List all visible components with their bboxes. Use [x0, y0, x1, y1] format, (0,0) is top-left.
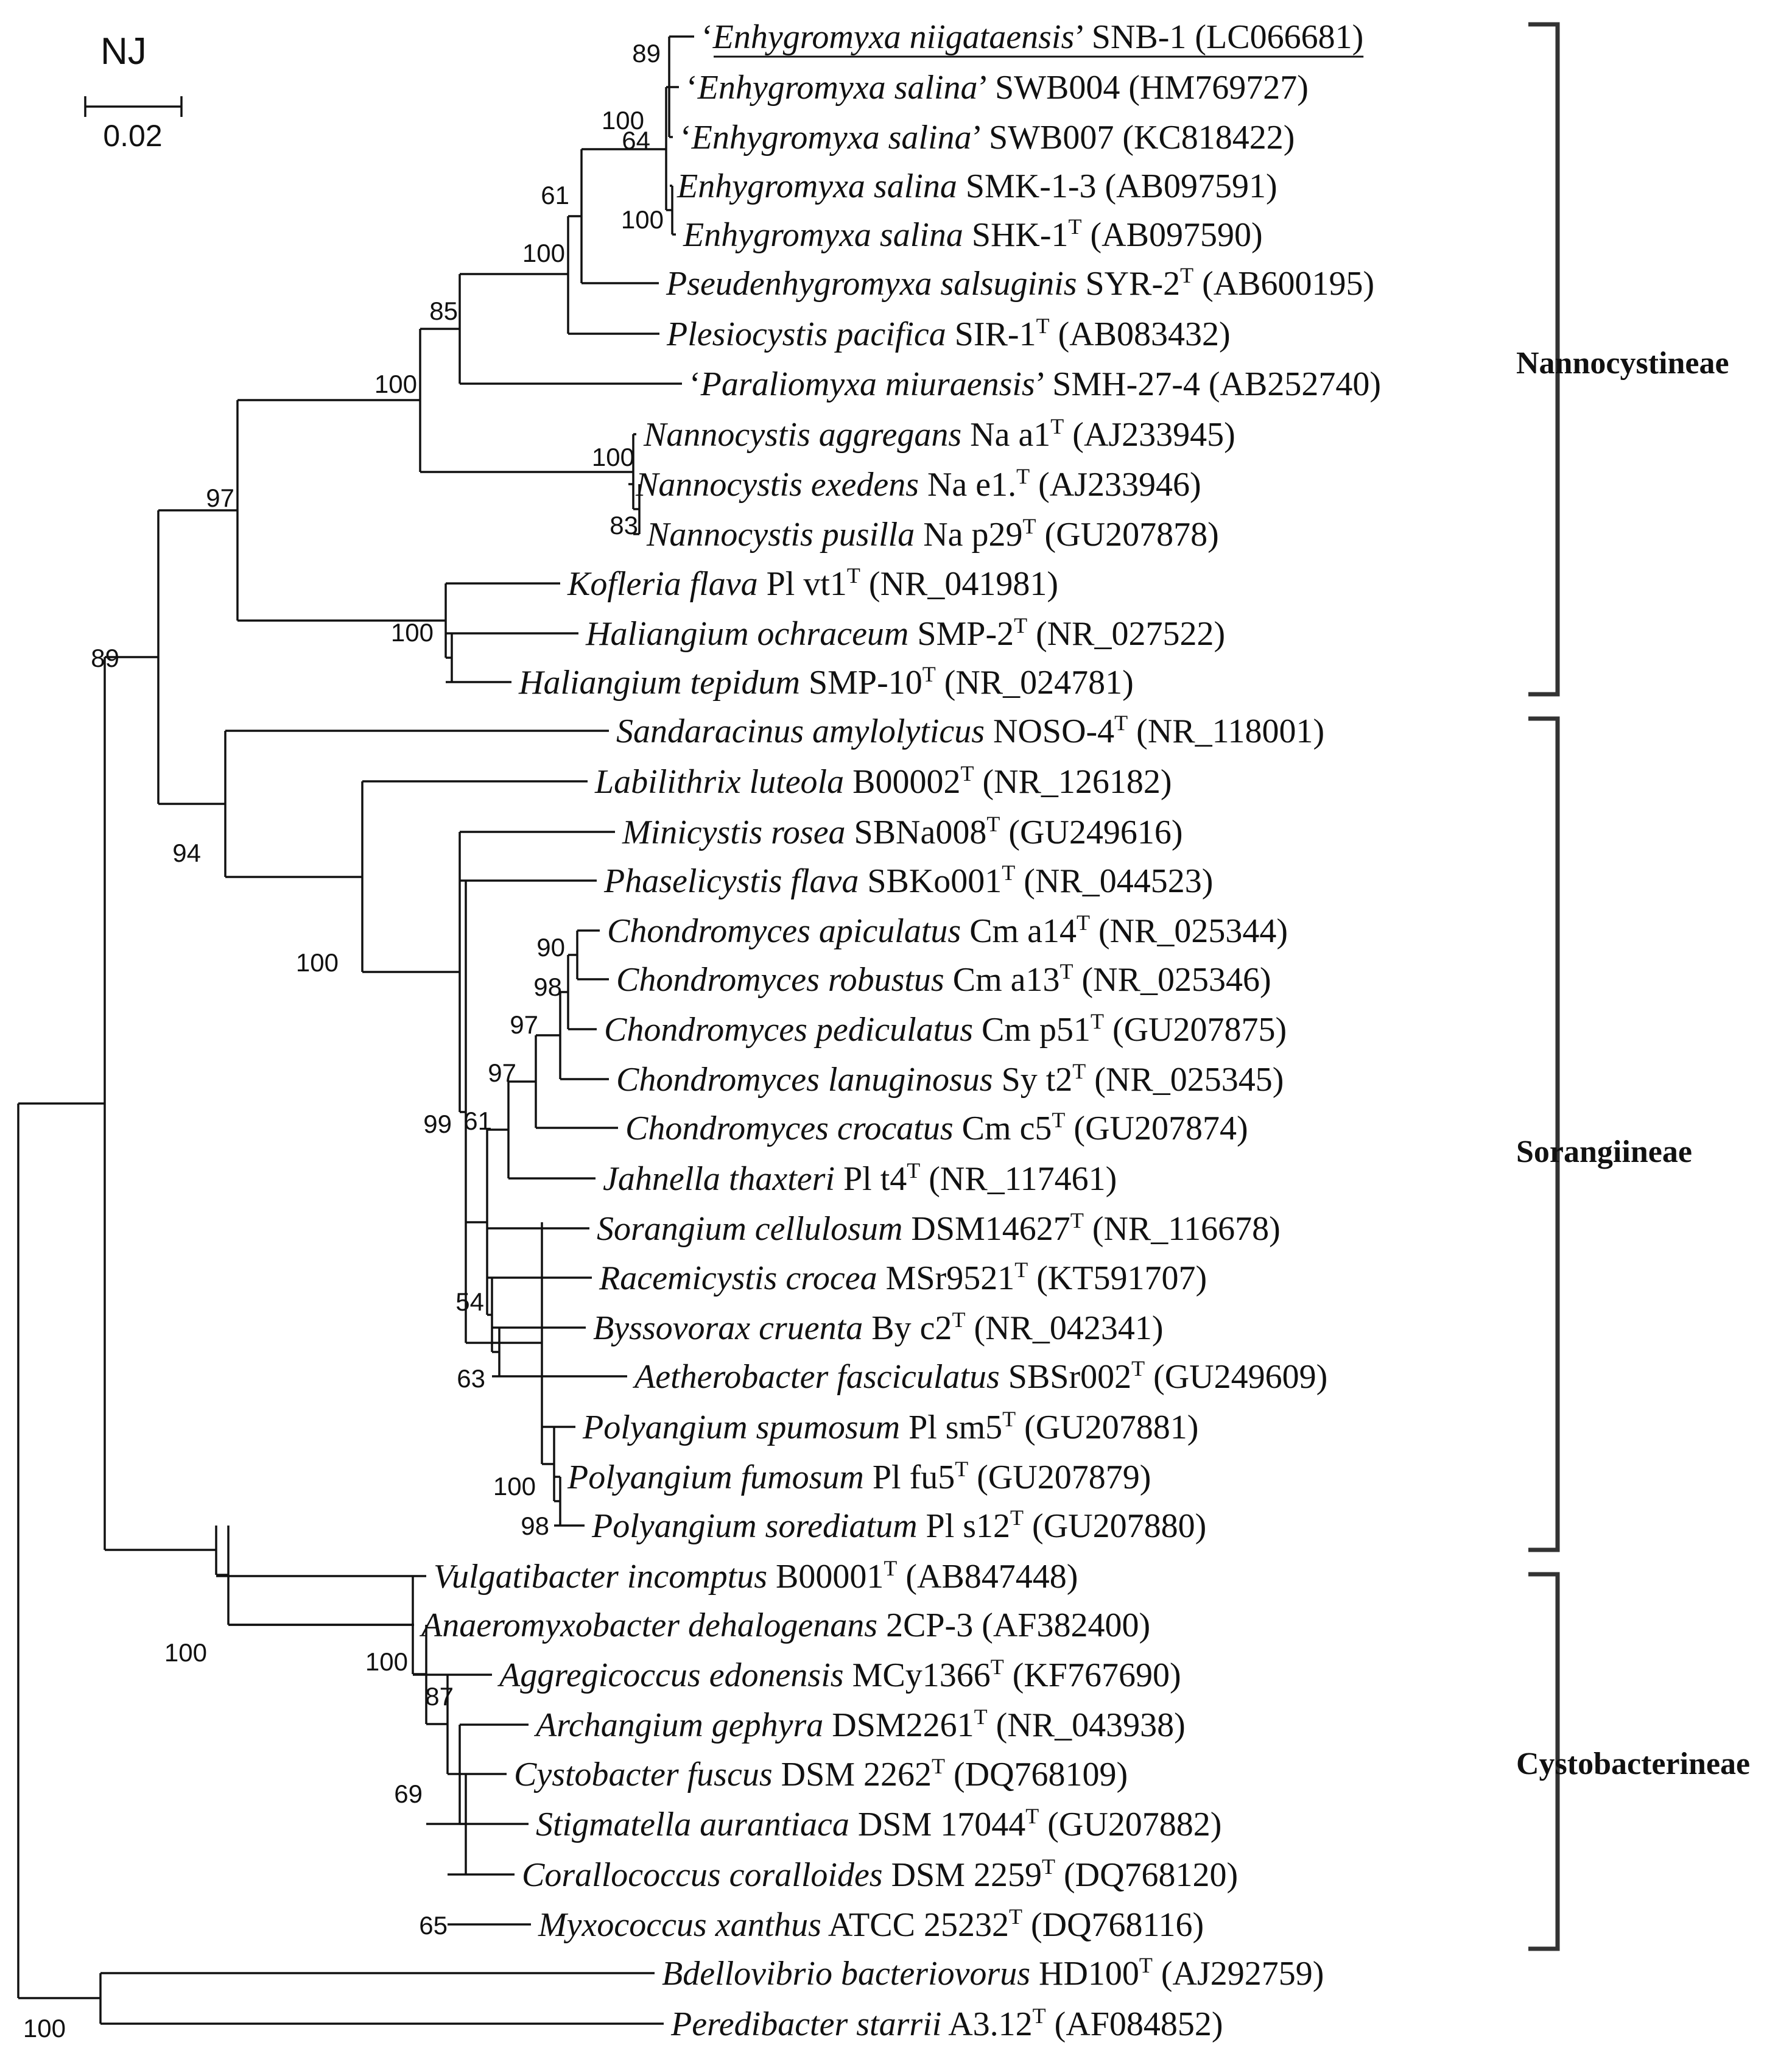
taxon-label: Archangium gephyra DSM2261T (NR_043938) — [533, 1705, 1186, 1744]
bootstrap-values: 8910064100611008510010083971008994100999… — [23, 39, 664, 2043]
bootstrap-value: 100 — [621, 205, 664, 234]
bootstrap-value: 94 — [172, 839, 201, 867]
scale-bar-label: 0.02 — [103, 119, 162, 153]
taxon-label: Anaeromyxobacter dehalogenans 2CP-3 (AF3… — [419, 1607, 1150, 1644]
taxon-label: Chondromyces lanuginosus Sy t2T (NR_0253… — [616, 1059, 1284, 1099]
bootstrap-value: 87 — [425, 1682, 454, 1711]
taxon-label: ‘Enhygromyxa salina’ SWB004 (HM769727) — [686, 69, 1309, 107]
bootstrap-value: 54 — [455, 1287, 484, 1316]
clade-bracket — [1528, 22, 1560, 697]
bootstrap-value: 97 — [206, 484, 234, 512]
bootstrap-value: 100 — [602, 106, 644, 135]
bootstrap-value: 98 — [521, 1512, 549, 1540]
bootstrap-value: 100 — [23, 2014, 66, 2043]
taxon-label: Plesiocystis pacifica SIR-1T (AB083432) — [666, 314, 1231, 353]
bootstrap-value: 99 — [423, 1110, 452, 1138]
taxon-label: Nannocystis exedens Na e1.T (AJ233946) — [635, 464, 1201, 504]
taxon-label: Vulgatibacter incomptus B00001T (AB84744… — [434, 1556, 1078, 1596]
taxon-label: Kofleria flava Pl vt1T (NR_041981) — [567, 563, 1058, 603]
taxon-label: Byssovorax cruenta By c2T (NR_042341) — [593, 1308, 1164, 1347]
taxon-label: Aggregicoccus edonensis MCy1366T (KF7676… — [497, 1655, 1181, 1694]
bootstrap-value: 97 — [488, 1058, 516, 1087]
taxon-label: Haliangium ochraceum SMP-2T (NR_027522) — [585, 613, 1225, 653]
taxon-label: Chondromyces robustus Cm a13T (NR_025346… — [616, 959, 1271, 999]
taxon-label: Sandaracinus amylolyticus NOSO-4T (NR_11… — [616, 711, 1324, 750]
bootstrap-value: 90 — [536, 933, 565, 962]
taxon-label: Enhygromyxa salina SHK-1T (AB097590) — [683, 214, 1263, 254]
taxon-labels: ‘Enhygromyxa niigataensis’ SNB-1 (LC0666… — [419, 18, 1381, 2043]
clade-brackets: NannocystineaeSorangiineaeCystobacterine… — [1516, 22, 1750, 1951]
taxon-label: ‘Enhygromyxa salina’ SWB007 (KC818422) — [680, 119, 1295, 157]
clade-label: Sorangiineae — [1516, 1135, 1692, 1169]
taxon-label: Jahnella thaxteri Pl t4T (NR_117461) — [603, 1158, 1117, 1198]
taxon-label: Bdellovibrio bacteriovorus HD100T (AJ292… — [662, 1953, 1324, 1993]
taxon-label: Sorangium cellulosum DSM14627T (NR_11667… — [597, 1208, 1281, 1248]
bootstrap-value: 98 — [533, 973, 562, 1001]
taxon-label: Polyangium sorediatum Pl s12T (GU207880) — [591, 1505, 1206, 1545]
tree-branches — [17, 35, 694, 2025]
taxon-label: Cystobacter fuscus DSM 2262T (DQ768109) — [514, 1754, 1128, 1793]
tree-method-label: NJ — [100, 30, 147, 72]
clade-bracket — [1528, 1572, 1560, 1951]
bootstrap-value: 100 — [592, 443, 634, 471]
taxon-label: Polyangium spumosum Pl sm5T (GU207881) — [582, 1407, 1198, 1446]
scale-bar — [84, 96, 183, 117]
bootstrap-value: 100 — [374, 370, 417, 398]
bootstrap-value: 61 — [541, 181, 569, 209]
taxon-label: ‘Enhygromyxa niigataensis’ SNB-1 (LC0666… — [701, 18, 1363, 56]
taxon-label: Phaselicystis flava SBKo001T (NR_044523) — [603, 861, 1213, 900]
taxon-label: Enhygromyxa salina SMK-1-3 (AB097591) — [676, 167, 1277, 205]
taxon-label: Aetherobacter fasciculatus SBSr002T (GU2… — [632, 1356, 1327, 1396]
taxon-label: Labilithrix luteola B00002T (NR_126182) — [594, 761, 1172, 801]
bootstrap-value: 83 — [610, 511, 638, 540]
bootstrap-value: 63 — [457, 1364, 485, 1393]
bootstrap-value: 100 — [391, 618, 434, 647]
bootstrap-value: 85 — [429, 297, 458, 325]
bootstrap-value: 100 — [522, 239, 565, 267]
bootstrap-value: 89 — [632, 39, 661, 68]
taxon-label: Haliangium tepidum SMP-10T (NR_024781) — [518, 662, 1134, 702]
taxon-label: Polyangium fumosum Pl fu5T (GU207879) — [567, 1457, 1151, 1496]
taxon-label: ‘Paraliomyxa miuraensis’ SMH-27-4 (AB252… — [689, 365, 1381, 403]
taxon-label: Corallococcus coralloides DSM 2259T (DQ7… — [522, 1854, 1238, 1894]
taxon-label: Minicystis rosea SBNa008T (GU249616) — [622, 812, 1183, 851]
bootstrap-value: 100 — [365, 1647, 408, 1676]
bootstrap-value: 69 — [394, 1779, 423, 1808]
bootstrap-value: 97 — [510, 1010, 538, 1039]
taxon-label: Stigmatella aurantiaca DSM 17044T (GU207… — [536, 1804, 1221, 1843]
bootstrap-value: 89 — [91, 644, 119, 672]
taxon-label: Chondromyces pediculatus Cm p51T (GU2078… — [604, 1009, 1287, 1049]
bootstrap-value: 61 — [463, 1107, 492, 1135]
clade-bracket — [1528, 716, 1560, 1552]
bootstrap-value: 100 — [493, 1472, 536, 1501]
taxon-label: Myxococcus xanthus ATCC 25232T (DQ768116… — [538, 1904, 1204, 1944]
taxon-label: Racemicystis crocea MSr9521T (KT591707) — [599, 1258, 1207, 1297]
clade-label: Cystobacterineae — [1516, 1747, 1750, 1781]
taxon-label: Peredibacter starrii A3.12T (AF084852) — [670, 2004, 1223, 2043]
bootstrap-value: 100 — [164, 1638, 207, 1667]
taxon-label: Pseudenhygromyxa salsuginis SYR-2T (AB60… — [666, 263, 1374, 303]
bootstrap-value: 65 — [419, 1911, 448, 1940]
clade-label: Nannocystineae — [1516, 346, 1729, 381]
taxon-label: Nannocystis pusilla Na p29T (GU207878) — [646, 514, 1219, 554]
bootstrap-value: 100 — [296, 948, 339, 977]
bootstrap-value: 64 — [622, 126, 650, 155]
taxon-label: Chondromyces apiculatus Cm a14T (NR_0253… — [607, 910, 1288, 950]
taxon-label: Chondromyces crocatus Cm c5T (GU207874) — [625, 1108, 1248, 1147]
taxon-label: Nannocystis aggregans Na a1T (AJ233945) — [643, 414, 1235, 454]
